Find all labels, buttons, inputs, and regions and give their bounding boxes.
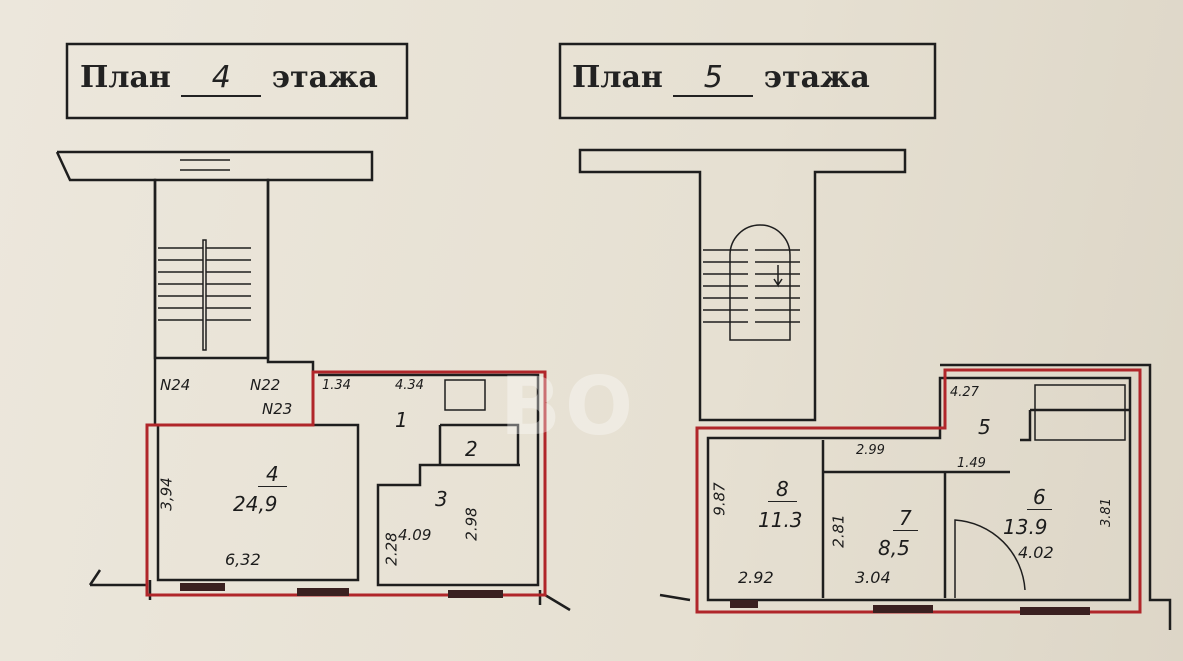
title-prefix: План — [572, 60, 663, 95]
floor-number: 4 — [181, 60, 262, 97]
apartment-floor5-walls — [706, 376, 1132, 602]
dimension-label: 2.92 — [738, 568, 774, 587]
dimension-label: 9.87 — [710, 482, 729, 516]
dimension-label: 3.81 — [1098, 498, 1114, 527]
title-prefix: План — [80, 60, 171, 95]
room-number: 3 — [435, 487, 448, 511]
dimension-label: 3.04 — [855, 568, 891, 587]
dimension-label: 3,94 — [157, 477, 176, 511]
watermark-logo: ВО — [500, 360, 637, 453]
room-number: 8 — [768, 477, 797, 502]
floor5-title: План 5 этажа — [572, 60, 870, 97]
floor-number: 5 — [673, 60, 754, 97]
title-box-floor4 — [65, 42, 409, 120]
dimension-label: 4.27 — [950, 385, 979, 400]
room-number: 5 — [978, 415, 991, 439]
wall — [55, 151, 157, 427]
dimension-label: 1.49 — [957, 456, 986, 471]
dimension-label: 2.99 — [856, 443, 885, 458]
stairwell-floor5 — [578, 148, 907, 422]
room-number: 7 — [893, 506, 918, 531]
dimension-label: 4.02 — [1018, 543, 1054, 562]
dimension-label: 1.34 — [322, 378, 351, 393]
room-area: 11.3 — [758, 508, 803, 532]
stairwell-floor4 — [153, 178, 270, 360]
neighbor-label: N24 — [160, 376, 191, 394]
dimension-label: 2.28 — [382, 532, 401, 566]
apartment-outline — [145, 368, 1142, 614]
room-number: 4 — [258, 462, 287, 487]
dimension-label: 4.34 — [395, 378, 424, 393]
room-area: 13.9 — [1003, 515, 1048, 539]
room-number: 6 — [1027, 485, 1052, 510]
wall — [57, 150, 374, 372]
neighbor-label: N22 — [250, 376, 281, 394]
dimension-label: 2.81 — [829, 514, 848, 548]
floor4-title: План 4 этажа — [80, 60, 378, 97]
neighbor-label: N23 — [262, 400, 293, 418]
title-suffix: этажа — [271, 60, 378, 95]
room-number: 1 — [395, 408, 408, 432]
room-area: 8,5 — [878, 536, 910, 560]
title-box-floor5 — [558, 42, 937, 120]
dimension-label: 4.09 — [398, 526, 432, 544]
room-area: 24,9 — [233, 492, 278, 516]
dimension-label: 6,32 — [225, 550, 261, 569]
title-suffix: этажа — [763, 60, 870, 95]
dimension-label: 2.98 — [462, 507, 481, 541]
room-number: 2 — [465, 437, 478, 461]
